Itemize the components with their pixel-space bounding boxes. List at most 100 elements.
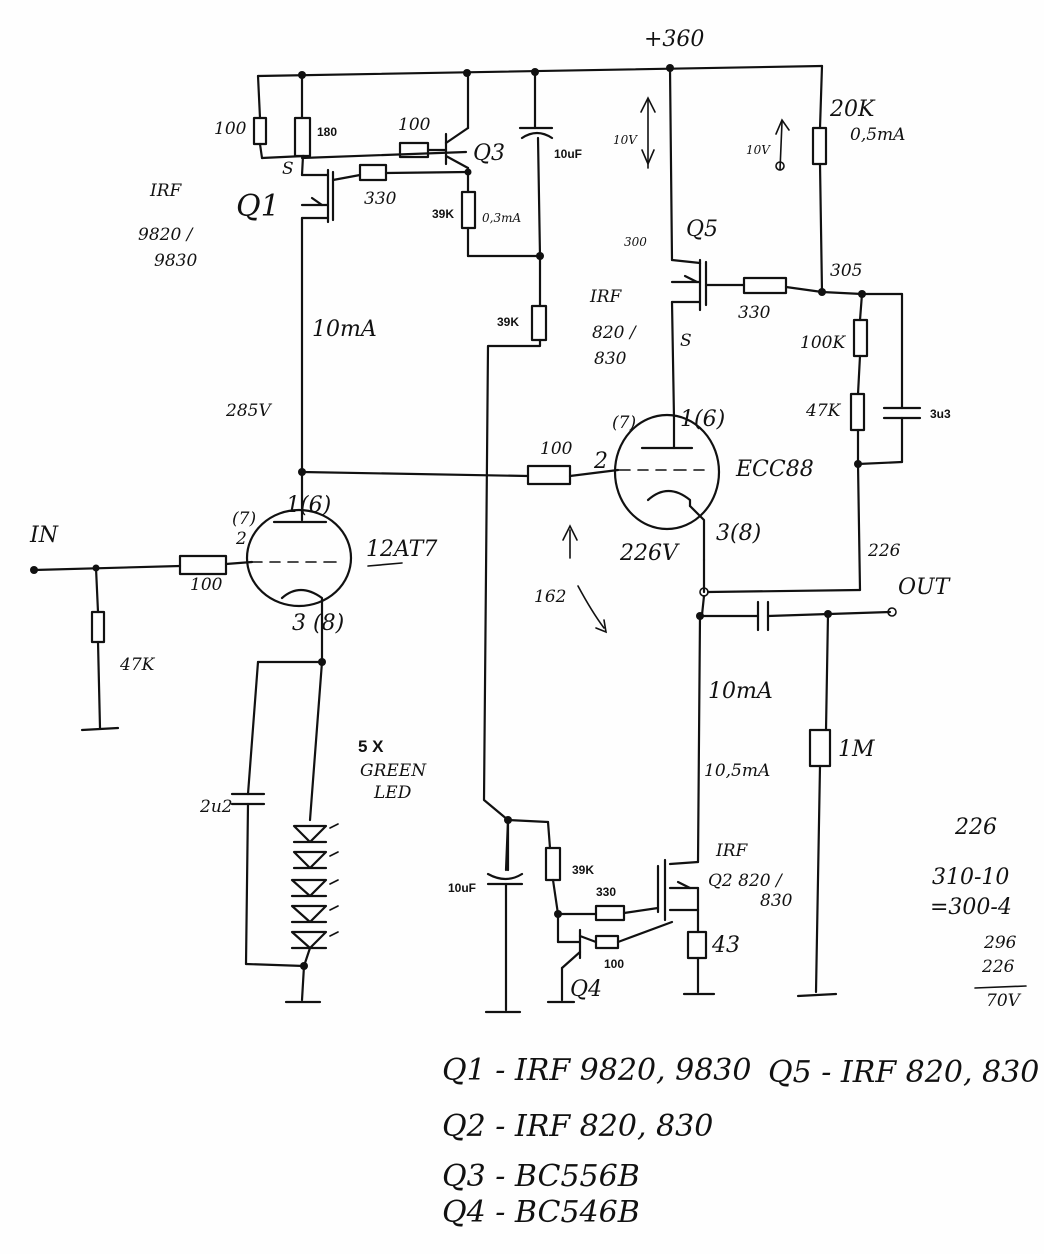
label-v2-pin3-8: 3(8)	[716, 521, 761, 546]
label-irf-q2-line2: Q2 820 /	[708, 871, 784, 891]
label-led-line3: LED	[373, 783, 412, 803]
resistor-330-q5	[742, 276, 788, 295]
voltage-arrow-162	[562, 524, 608, 634]
label-r39k-a-current: 0,3mA	[482, 211, 521, 225]
label-r180: 180	[317, 125, 337, 139]
calc-line-4: 296	[983, 933, 1017, 953]
label-irf-q1-line3: 9830	[154, 251, 197, 271]
label-q5: Q5	[686, 217, 718, 242]
label-r330-q5: 330	[738, 303, 771, 323]
label-v1-pin7-sub: 2	[235, 529, 247, 549]
label-irf-q5-line2: 820 /	[592, 323, 638, 343]
label-irf-q5-line3: 830	[594, 349, 627, 369]
resistor-1m	[808, 728, 832, 768]
label-r100-q4: 100	[604, 957, 624, 971]
resistor-43	[686, 930, 708, 960]
label-tube1: 12AT7	[366, 537, 437, 562]
legend-q1: Q1 - IRF 9820, 9830	[442, 1053, 751, 1088]
label-r20k: 20K	[829, 97, 876, 122]
label-r100-q1: 100	[214, 119, 247, 139]
label-v2-pin1-6: 1(6)	[680, 407, 725, 432]
zener-10v-left	[640, 96, 656, 169]
capacitor-2u2	[230, 792, 266, 806]
label-10ma: 10mA	[312, 317, 377, 342]
resistor-39k-c	[544, 846, 562, 882]
label-r47k-in: 47K	[119, 655, 156, 675]
label-out: OUT	[898, 575, 952, 600]
resistor-330-q2	[594, 904, 626, 922]
resistor-47k-feedback	[849, 392, 866, 432]
label-r100-grid2: 100	[540, 439, 573, 459]
label-led-line2: GREEN	[360, 761, 427, 781]
supply-rail	[256, 64, 824, 78]
tube-ecc88	[613, 413, 721, 531]
label-c3u3: 3u3	[930, 407, 951, 421]
label-r43: 43	[711, 933, 740, 958]
label-led-line1: 5 X	[358, 737, 384, 756]
label-v1-pin3-8: 3 (8)	[292, 611, 344, 636]
legend-q3: Q3 - BC556B	[442, 1159, 640, 1194]
calc-line-5: 226	[981, 957, 1015, 977]
out-terminal	[887, 607, 897, 617]
label-irf-q2-line1: IRF	[715, 841, 749, 861]
label-r20k-current: 0,5mA	[850, 125, 905, 145]
label-s-q1: S	[282, 159, 294, 179]
capacitor-3u3	[882, 406, 922, 420]
calc-line-6: 70V	[986, 991, 1022, 1011]
q4-transistor	[546, 912, 674, 1004]
label-irf-q1-line2: 9820 /	[138, 225, 195, 245]
label-c10uf-bottom: 10uF	[448, 881, 476, 895]
legend-q4: Q4 - BC546B	[442, 1195, 640, 1230]
resistor-47k-in	[90, 610, 106, 644]
label-r39k-b: 39K	[497, 315, 519, 329]
label-r100-q3base: 100	[398, 115, 431, 135]
q5-mosfet	[670, 258, 746, 312]
resistor-180	[293, 116, 312, 158]
label-162: 162	[534, 587, 566, 607]
label-q3: Q3	[473, 141, 505, 166]
calc-line-3: =300-4	[930, 895, 1012, 920]
legend-q5: Q5 - IRF 820, 830	[768, 1055, 1039, 1090]
tube-12at7	[245, 508, 353, 608]
zener-10v-right	[775, 118, 790, 171]
q3-transistor	[444, 74, 470, 170]
capacitor-10uf-bottom	[486, 872, 524, 886]
label-irf-q5-line1: IRF	[589, 287, 623, 307]
label-irf-q1-line1: IRF	[149, 181, 183, 201]
label-285v: 285V	[225, 401, 272, 421]
resistor-39k-b	[530, 304, 548, 342]
label-r39k-a: 39K	[432, 207, 454, 221]
label-300v: 300	[624, 235, 647, 249]
label-irf-q2-line3: 830	[760, 891, 793, 911]
label-r100-in: 100	[190, 575, 223, 595]
label-ecc88: ECC88	[735, 457, 814, 482]
legend-q2: Q2 - IRF 820, 830	[442, 1109, 713, 1144]
label-v1-pin1-6: 1(6)	[286, 493, 331, 518]
resistor-330-q1	[358, 163, 388, 182]
resistor-100-in	[178, 554, 228, 576]
label-v1-pin7: (7)	[232, 509, 256, 529]
calc-line-1: 226	[954, 815, 997, 840]
resistor-100-grid2	[526, 464, 572, 486]
label-r39k-c: 39K	[572, 863, 594, 877]
label-226v-cathode: 226V	[619, 541, 680, 566]
label-226-out: 226	[867, 541, 901, 561]
label-10v-b: 10V	[746, 143, 771, 157]
label-q1: Q1	[236, 189, 280, 224]
supply-label: +360	[644, 27, 704, 52]
label-in: IN	[29, 523, 59, 548]
capacitor-10uf-top	[518, 126, 554, 140]
label-v2-pin7: (7)	[612, 413, 636, 433]
label-r47k-fb: 47K	[805, 401, 842, 421]
q1-mosfet	[300, 168, 362, 224]
label-s-q5: S	[680, 331, 692, 351]
label-r330-q2: 330	[596, 885, 616, 899]
label-305v: 305	[830, 261, 862, 281]
label-q4: Q4	[570, 977, 602, 1002]
resistor-39k-a	[460, 190, 477, 230]
capacitor-out	[756, 600, 770, 632]
label-10-5ma: 10,5mA	[704, 761, 770, 781]
label-c2u2: 2u2	[199, 797, 233, 817]
label-r100k: 100K	[800, 333, 846, 353]
